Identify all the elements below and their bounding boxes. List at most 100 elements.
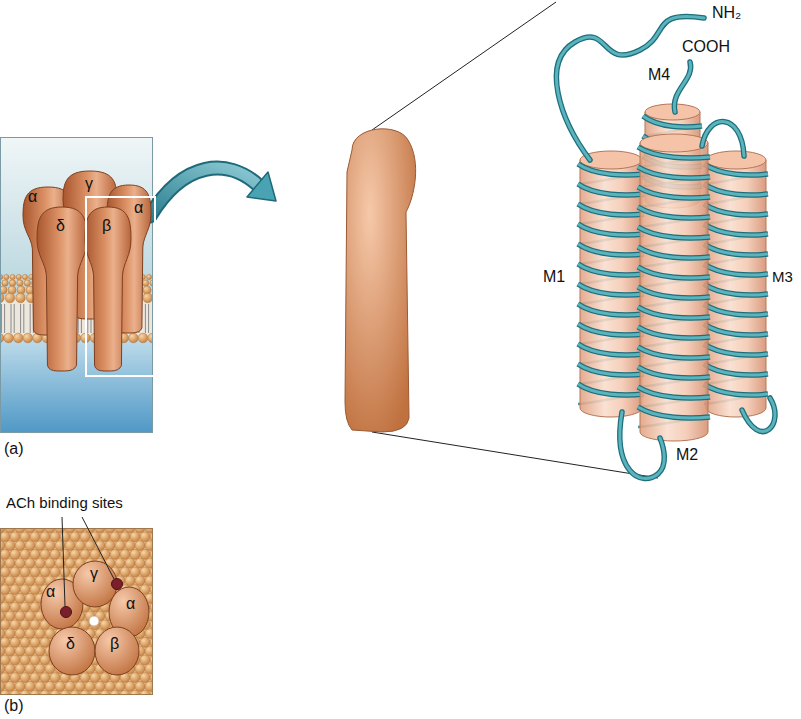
- helix-label: M3: [772, 268, 793, 285]
- lipid-head: [130, 567, 140, 577]
- lipid-head: [85, 611, 95, 621]
- helix-ribbon: [578, 244, 644, 255]
- lipid-head: [40, 637, 50, 647]
- helix-ribbon: [578, 324, 644, 335]
- helix-ribbon: [578, 184, 644, 195]
- helix-ribbon: [638, 287, 710, 298]
- lipid-head: [125, 541, 135, 551]
- helix-ribbon: [578, 204, 644, 215]
- helix-ribbon: [638, 347, 710, 358]
- lipid-head: [95, 541, 105, 551]
- subunit: δ: [48, 626, 96, 676]
- lipid-head: [9, 280, 15, 286]
- lipid-head: [0, 602, 10, 612]
- helix-ribbon: [643, 116, 702, 127]
- helix-ribbon: [638, 407, 710, 418]
- lipid-head: [15, 541, 25, 551]
- lipid-head: [20, 567, 30, 577]
- lipid-head: [145, 558, 153, 568]
- protein-loop: [620, 412, 664, 479]
- lipid-head: [45, 541, 55, 551]
- lipid-tail: [148, 304, 149, 333]
- lipid-head: [30, 549, 40, 559]
- helix-ribbon: [638, 227, 710, 238]
- lipid-head: [40, 532, 50, 542]
- lipid-head: [60, 567, 70, 577]
- cylinder-cap: [706, 151, 766, 169]
- lipid-head: [25, 681, 35, 691]
- helix-ribbon: [704, 384, 768, 395]
- lipid-head: [130, 549, 140, 559]
- lipid-head: [85, 541, 95, 551]
- helix-ribbon: [638, 247, 710, 258]
- lipid-head: [55, 558, 65, 568]
- subunit-body: [85, 207, 131, 371]
- helix-ribbon: [704, 264, 768, 275]
- lipid-head: [17, 286, 25, 294]
- helix-ribbon: [578, 244, 644, 255]
- lipid-head: [30, 532, 40, 542]
- helix-ribbon: [643, 116, 702, 127]
- lipid-head: [110, 532, 120, 542]
- lipid-head: [0, 637, 10, 647]
- lipid-head: [10, 567, 20, 577]
- helix-ribbon: [578, 284, 644, 295]
- lipid-head: [135, 664, 145, 674]
- helix-ribbon: [578, 364, 644, 375]
- helix-ribbon: [704, 264, 768, 275]
- subunit-letter: α: [134, 200, 143, 216]
- helix-ribbon: [704, 344, 768, 355]
- helix-ribbon: [704, 364, 768, 375]
- helix-ribbon: [638, 287, 710, 298]
- helix-ribbon: [578, 384, 644, 395]
- subunit-letter: β: [110, 636, 119, 652]
- lipid-tail: [30, 304, 31, 333]
- lipid-head: [0, 620, 10, 630]
- subunit-body: [95, 627, 139, 675]
- zoom-arrow: [150, 168, 258, 216]
- lipid-head: [85, 681, 95, 691]
- lipid-head: [40, 549, 50, 559]
- helix-label: M1: [543, 268, 565, 286]
- helix-ribbon: [578, 224, 644, 235]
- lipid-head: [15, 558, 25, 568]
- helix-ribbon: [704, 324, 768, 335]
- membrane-top-view: [0, 528, 153, 695]
- lipid-head: [100, 673, 110, 683]
- protein-loop: [742, 398, 775, 432]
- lipid-head: [125, 558, 135, 568]
- helix-ribbon: [704, 384, 768, 395]
- lipid-head: [5, 558, 15, 568]
- helix-bundle: [556, 16, 775, 478]
- lipid-head: [95, 681, 105, 691]
- helix-ribbon: [578, 384, 644, 395]
- lipid-head: [120, 567, 130, 577]
- lipid-head: [25, 646, 35, 656]
- lipid-head: [5, 629, 15, 639]
- lipid-head: [45, 681, 55, 691]
- lipid-head: [80, 673, 90, 683]
- lipid-head: [65, 541, 75, 551]
- helix-cylinder: [578, 151, 644, 417]
- helix-ribbon: [704, 304, 768, 315]
- lipid-head: [75, 681, 85, 691]
- lipid-head: [40, 567, 50, 577]
- lipid-head: [135, 681, 145, 691]
- subunit-letter: α: [126, 596, 135, 612]
- lipid-head: [35, 576, 45, 586]
- lipid-head: [90, 549, 100, 559]
- helix-label: M2: [676, 446, 698, 464]
- lipid-head: [70, 532, 80, 542]
- lipid-head: [115, 541, 125, 551]
- helix-ribbon: [578, 324, 644, 335]
- lipid-head: [90, 620, 100, 630]
- lipid-head: [20, 585, 30, 595]
- lipid-head: [90, 532, 100, 542]
- lipid-head: [40, 673, 50, 683]
- helix-ribbon: [638, 407, 710, 418]
- lipid-tail: [4, 304, 5, 333]
- lipid-head: [145, 576, 153, 586]
- protein-loop: [556, 16, 704, 160]
- lipid-head: [95, 611, 105, 621]
- subunit-letter: δ: [56, 218, 65, 234]
